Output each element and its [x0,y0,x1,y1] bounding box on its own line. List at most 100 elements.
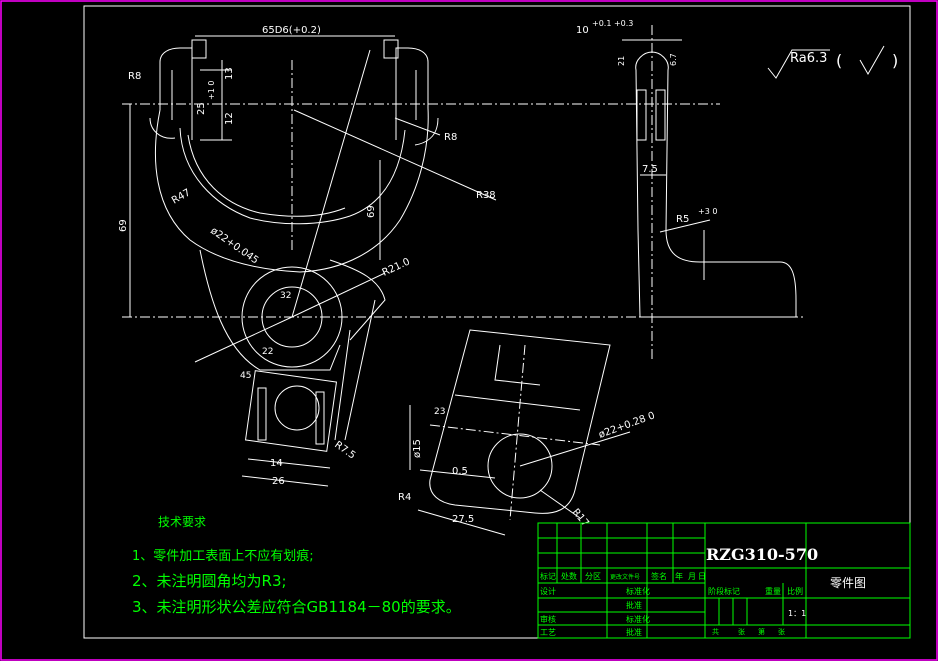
radial-line [291,272,386,318]
detail-outline [429,329,611,514]
note-3: 3、未注明形状公差应符合GB1184－80的要求。 [132,598,461,616]
tb-design: 设计 [540,586,556,596]
tb-r1-4: 签名 [651,571,667,581]
fork-inner-arc [179,127,406,225]
roughness-paren-open: ( [836,51,842,70]
side-profile [635,51,797,318]
dim-h13: 13 [224,67,235,80]
tb-sheet-0: 共 [712,627,719,636]
tb-sheet-1: 张 [738,627,745,636]
right-tip-inner [414,70,439,146]
tb-approve-2: 批准 [626,627,642,637]
front-view [122,35,805,487]
dim-h25-tol: +1 0 [207,81,216,100]
part-number: RZG310-570 [706,545,818,564]
tb-review: 审核 [540,614,556,624]
dim-s75: 7.5 [642,164,658,175]
dim-s67: 6.7 [669,53,678,66]
dim-r5-tol: +3 0 [698,207,717,216]
fork-inner-arc-2 [187,134,346,217]
tb-r1-2: 分区 [585,572,601,581]
dim-h25: 25 [196,102,207,115]
note-1: 1、零件加工表面上不应有划痕; [132,548,314,564]
dim-a45: 45 [240,371,251,381]
tb-r1-6: 月 [688,572,696,581]
dim-26 [241,475,329,487]
dim-d15: ø15 [412,439,423,458]
dim-d22b: ø22+0.28 0 [597,410,656,441]
dim-14 [247,458,331,469]
side-view [622,25,797,360]
dim-r4: R4 [398,492,411,503]
dim-r5: R5 [676,214,689,225]
roughness-value: Ra6.3 [790,51,827,66]
dim-r8-right-text: R8 [444,132,457,143]
radial-line-2 [194,316,293,363]
tb-r1-0: 标记 [540,571,556,581]
detail-dim-275 [417,509,506,536]
roughness-paren-close: ) [892,51,898,70]
tb-r1-3: 更改文件号 [610,573,640,581]
fork-outer-arc [154,107,429,273]
hub-web-left [199,249,341,371]
dim-top-width: 65D6(+0.2) [262,25,321,36]
dim-w26: 26 [272,476,285,487]
dim-r75: R7.5 [332,439,357,461]
side-slot-right [655,89,666,141]
tb-r1-5: 年 [675,571,683,581]
tb-stage: 阶段标记 [708,586,740,596]
dim-a23: 23 [434,407,445,417]
right-pad [383,39,399,59]
dim-s21: 21 [617,56,626,66]
left-pad [191,39,207,59]
dim-dia22: ø22+0.045 [208,225,260,266]
dim-r38-text: R38 [476,190,496,201]
dim-a32: 32 [280,291,291,301]
dim-d05: 0.5 [452,466,468,477]
detail-dim-r17 [539,489,581,519]
arm-slot-right [315,391,325,445]
arm-edges [334,299,376,441]
hub-axis [291,49,371,318]
hub-outer [241,266,343,368]
hub-bore [261,286,323,348]
right-tip [395,47,429,140]
note-2: 2、未注明圆角均为R3; [132,572,287,590]
dim-r21: R21.0 [381,256,412,278]
tb-r1-7: 日 [698,572,706,581]
tb-std-1: 标准化 [626,586,650,596]
dim-69-mid-text: 69 [366,205,377,218]
check-icon [859,45,885,76]
notes-title: 技术要求 [158,515,206,529]
left-tip [159,47,193,140]
dim-w14: 14 [270,458,283,469]
detail-view [409,329,631,536]
scale: 1：1 [788,609,806,618]
roughness-symbol-icon [767,49,830,79]
tb-process: 工艺 [540,628,556,637]
tb-approve-1: 批准 [626,600,642,610]
dim-s10-tol: +0.1 +0.3 [592,19,633,28]
dim-r8-left: R8 [128,71,141,82]
arm-end-block [244,370,338,452]
dim-a22: 22 [262,347,273,357]
title-block-frame [537,522,911,639]
dim-w275: 27.5 [452,514,474,525]
detail-hole [487,433,553,499]
tb-weight: 重量 [765,586,781,596]
detail-center-h [429,424,601,446]
detail-line [454,394,581,411]
dim-r17: R17 [570,507,591,529]
tb-ratio: 比例 [787,586,803,596]
dim-s10: 10 [576,25,589,36]
arm-slot-left [257,387,267,441]
detail-key [494,344,541,386]
tb-std-2: 标准化 [626,614,650,624]
left-tip-inner [149,70,176,139]
title-block [537,522,911,639]
arm-end-hole [274,385,320,431]
dim-69-left-text: 69 [118,219,129,232]
part-name: 零件图 [830,576,866,590]
